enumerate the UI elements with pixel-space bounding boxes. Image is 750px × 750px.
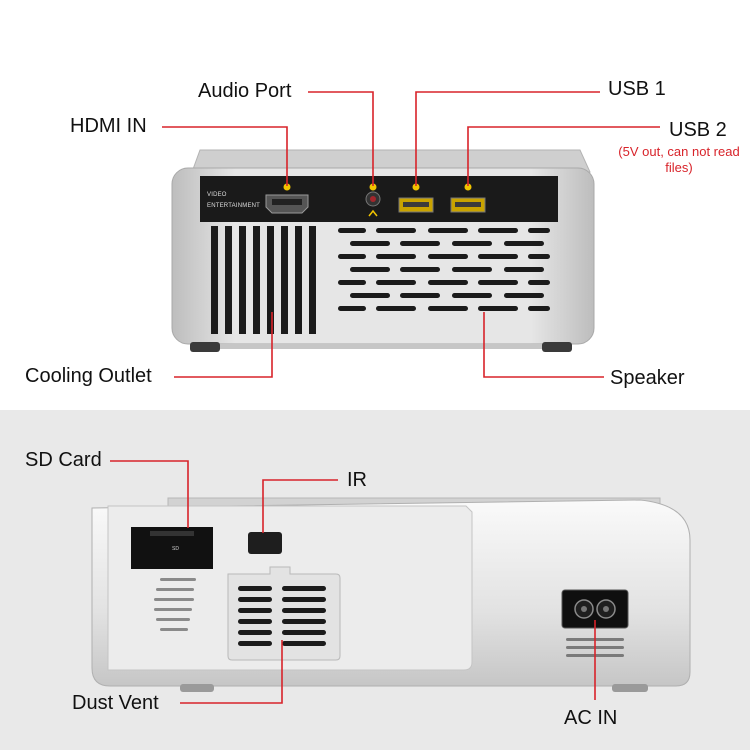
projector-front — [171, 149, 595, 352]
label-usb1: USB 1 — [608, 78, 666, 100]
label-cooling-outlet: Cooling Outlet — [25, 365, 152, 387]
side-grille — [154, 578, 196, 631]
label-usb2: USB 2 — [669, 119, 727, 141]
cooling-slots — [211, 226, 316, 334]
dust-vent — [227, 566, 341, 661]
speaker-grille — [338, 228, 550, 311]
label-ir: IR — [347, 469, 367, 491]
device-print-video: VIDEO — [207, 192, 227, 198]
hdmi-port — [265, 183, 309, 214]
label-hdmi-in: HDMI IN — [70, 115, 147, 137]
device-print-entertainment: ENTERTAINMENT — [207, 203, 261, 209]
label-usb2-note: (5V out, can not read files) — [618, 144, 740, 176]
callout-lines — [110, 91, 660, 704]
ir-window — [248, 532, 282, 554]
label-sd-card: SD Card — [25, 449, 102, 471]
label-audio-port: Audio Port — [198, 80, 292, 102]
label-speaker: Speaker — [610, 367, 685, 389]
sd-slot — [131, 527, 213, 569]
sd-slot-print: SD — [172, 546, 179, 552]
audio-jack — [365, 183, 381, 217]
label-ac-in: AC IN — [564, 707, 618, 729]
label-dust-vent: Dust Vent — [72, 692, 159, 714]
projector-side — [91, 497, 691, 692]
usb2-port — [450, 183, 486, 213]
usb1-port — [398, 183, 434, 213]
ac-socket — [561, 589, 629, 629]
